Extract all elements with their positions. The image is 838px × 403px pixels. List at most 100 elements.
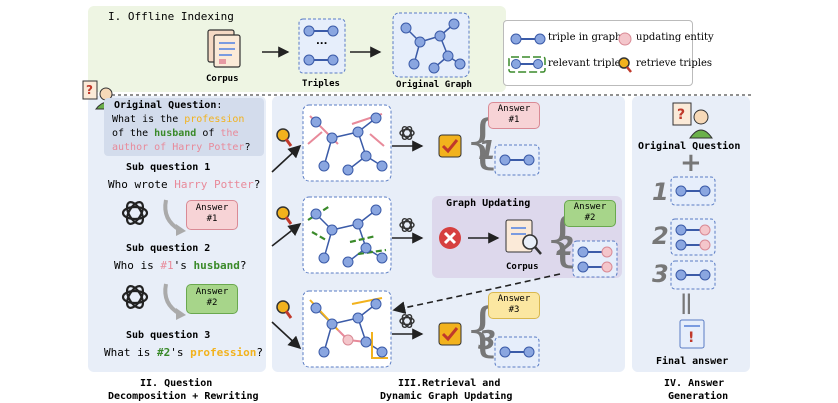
check-icon-3	[438, 322, 462, 346]
triple-box-3	[494, 336, 540, 368]
subq2-hl2: husband	[193, 259, 240, 272]
stage2-line2: Decomposition + Rewriting	[108, 391, 259, 402]
original-graph-icon	[392, 12, 470, 78]
step-number-3-mid: 3	[478, 326, 497, 356]
magnifier-icon-2	[276, 206, 293, 225]
legend-triple-icon	[510, 33, 546, 45]
subq1-hl: Harry Potter	[174, 178, 254, 191]
llm-icon-small-2	[399, 217, 415, 233]
subq3-title: Sub question 3	[126, 330, 211, 341]
cross-icon	[439, 227, 461, 249]
q-husband: husband	[154, 128, 197, 139]
llm-icon-small-1	[399, 125, 415, 141]
final-triple-1	[670, 176, 716, 206]
llm-icon-1	[121, 201, 149, 225]
original-question-header-text: Original Question	[114, 100, 217, 111]
original-graph-label: Original Graph	[396, 80, 472, 90]
magnifier-icon-1	[276, 128, 293, 147]
original-question-line2: of the husband of the	[112, 128, 238, 139]
original-question-box	[104, 98, 264, 156]
legend-retrieve-label: retrieve triples	[636, 58, 713, 69]
step-number-1-mid: 1	[478, 136, 497, 166]
final-answer-icon: !	[679, 319, 705, 349]
stage2-line1: II. Question	[140, 378, 213, 389]
subq2-text: Who is #1's husband?	[114, 259, 246, 272]
curve-arrow-1	[163, 199, 186, 236]
llm-icon-2	[121, 285, 149, 309]
legend-triple-label: triple in graph	[548, 32, 622, 43]
answer2-left-l1: Answer	[195, 287, 229, 297]
triples-label: Triples	[302, 79, 340, 89]
subq2-post: ?	[239, 259, 247, 272]
q-profession: profession	[184, 114, 245, 125]
answer3-l2: #3	[508, 305, 520, 315]
subq3-post: ?	[256, 346, 263, 359]
step-number-1-right: 1	[652, 178, 669, 206]
subq3-text: What is #2's profession?	[104, 346, 263, 359]
legend-relevant-icon	[508, 56, 546, 73]
original-question-colon: :	[216, 100, 223, 111]
subq3-hl2: profession	[190, 346, 257, 359]
q-line1a: What is the	[112, 114, 185, 125]
original-question-line3: author of Harry Potter?	[112, 142, 250, 153]
corpus-label: Corpus	[206, 74, 239, 84]
magnifier-icon	[618, 57, 632, 73]
q-the: the	[220, 128, 239, 139]
answer1-box: Answer #1	[488, 102, 540, 129]
final-triple-2	[670, 218, 716, 256]
step-number-3-right: 3	[652, 260, 669, 288]
subq2-mid: 's	[173, 259, 194, 272]
original-question-header: Original Question:	[114, 100, 222, 111]
subq1-post: ?	[253, 178, 261, 191]
answer3-box: Answer #3	[488, 292, 540, 319]
legend-panel	[503, 20, 693, 86]
triples-ellipsis: ...	[316, 36, 328, 47]
corpus-search-icon	[505, 219, 542, 255]
stage4-line1: IV. Answer	[664, 378, 725, 389]
subq2-title: Sub question 2	[126, 243, 211, 254]
subq1-text: Who wrote Harry Potter?	[108, 178, 260, 191]
step-number-2-right: 2	[652, 222, 669, 250]
legend-relevant-label: relevant triple	[548, 58, 621, 69]
stage4-original-question: Original Question	[638, 141, 741, 152]
triples-icon	[298, 18, 346, 74]
final-triple-3	[670, 260, 716, 290]
triple-box-2	[572, 240, 618, 278]
q-line2c: of	[196, 128, 221, 139]
stage4-line2: Generation	[668, 391, 729, 402]
answer2-l1: Answer	[573, 202, 607, 212]
triple-box-1	[494, 144, 540, 176]
person-question-icon-right: ?	[672, 102, 713, 139]
subq1-title: Sub question 1	[126, 162, 211, 173]
graph-updating-corpus-label: Corpus	[506, 262, 539, 272]
plus-sign: +	[680, 148, 702, 178]
q-qmark: ?	[244, 142, 251, 153]
step-number-2-mid: 2	[556, 232, 575, 262]
offline-indexing-title: I. Offline Indexing	[108, 10, 234, 23]
answer1-left-l2: #1	[206, 214, 218, 224]
answer3-l1: Answer	[497, 294, 531, 304]
retrieval-graph-3	[302, 290, 392, 368]
answer1-l1: Answer	[497, 104, 531, 114]
stage3-line1: III.Retrieval and	[398, 378, 501, 389]
corpus-icon	[207, 29, 241, 68]
check-icon-1	[438, 134, 462, 158]
final-answer-label: Final answer	[656, 356, 729, 367]
answer2-l2: #2	[584, 213, 596, 223]
magnifier-icon-3	[276, 300, 293, 319]
stage3-line2: Dynamic Graph Updating	[380, 391, 513, 402]
q-line2a: of the	[112, 128, 155, 139]
subq2-hl: #1	[160, 259, 174, 272]
svg-text:?: ?	[86, 83, 93, 97]
subq1-pre: Who wrote	[108, 178, 175, 191]
subq3-pre: What is	[104, 346, 157, 359]
legend-updating-icon	[618, 32, 632, 46]
subq3-mid: 's	[170, 346, 191, 359]
person-question-icon: ?	[82, 80, 118, 110]
answer1-box-left: Answer #1	[186, 200, 238, 230]
answer1-l2: #1	[508, 115, 520, 125]
llm-icon-small-3	[399, 313, 415, 329]
